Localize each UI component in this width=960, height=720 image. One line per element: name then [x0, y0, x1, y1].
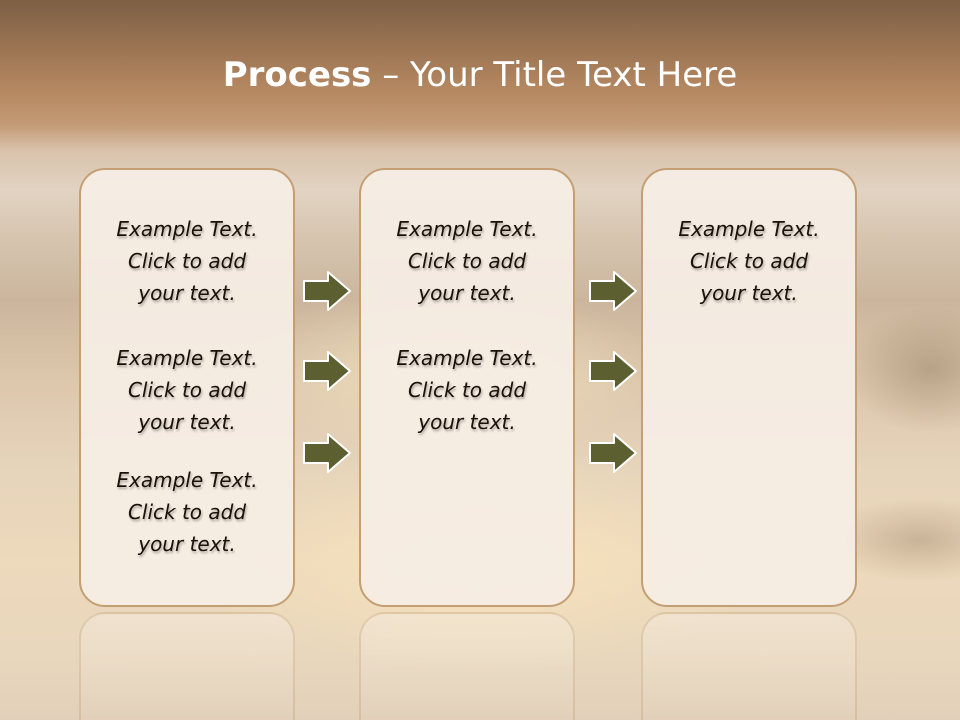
slide-title[interactable]: Process – Your Title Text Here: [0, 52, 960, 98]
text-line: Click to add: [407, 378, 527, 402]
text-line: Click to add: [127, 378, 247, 402]
card-reflection: [79, 612, 295, 720]
title-rest: – Your Title Text Here: [371, 55, 738, 95]
text-block[interactable]: Example Text. Click to add your text.: [81, 213, 293, 309]
title-bold: Process: [222, 55, 372, 95]
text-block[interactable]: Example Text. Click to add your text.: [81, 464, 293, 560]
right-arrow-icon[interactable]: [302, 432, 352, 474]
text-line: your text.: [700, 281, 798, 305]
text-block[interactable]: Example Text. Click to add your text.: [81, 342, 293, 438]
text-line: Example Text.: [678, 217, 820, 241]
process-card-1[interactable]: Example Text. Click to add your text. Ex…: [79, 168, 295, 607]
text-line: Click to add: [127, 249, 247, 273]
right-arrow-icon[interactable]: [302, 270, 352, 312]
process-card-2[interactable]: Example Text. Click to add your text. Ex…: [359, 168, 575, 607]
right-arrow-icon[interactable]: [588, 350, 638, 392]
text-line: Example Text.: [116, 346, 258, 370]
text-line: your text.: [138, 281, 236, 305]
text-line: Click to add: [689, 249, 809, 273]
text-block[interactable]: Example Text. Click to add your text.: [361, 213, 573, 309]
text-block[interactable]: Example Text. Click to add your text.: [643, 213, 855, 309]
right-arrow-icon[interactable]: [588, 432, 638, 474]
text-line: Click to add: [407, 249, 527, 273]
right-arrow-icon[interactable]: [302, 350, 352, 392]
text-line: Click to add: [127, 500, 247, 524]
text-block[interactable]: Example Text. Click to add your text.: [361, 342, 573, 438]
text-line: Example Text.: [396, 217, 538, 241]
text-line: Example Text.: [116, 468, 258, 492]
right-arrow-icon[interactable]: [588, 270, 638, 312]
process-card-3[interactable]: Example Text. Click to add your text.: [641, 168, 857, 607]
text-line: your text.: [418, 281, 516, 305]
text-line: your text.: [138, 410, 236, 434]
text-line: your text.: [418, 410, 516, 434]
card-reflection: [641, 612, 857, 720]
text-line: Example Text.: [396, 346, 538, 370]
card-reflection: [359, 612, 575, 720]
text-line: your text.: [138, 532, 236, 556]
text-line: Example Text.: [116, 217, 258, 241]
